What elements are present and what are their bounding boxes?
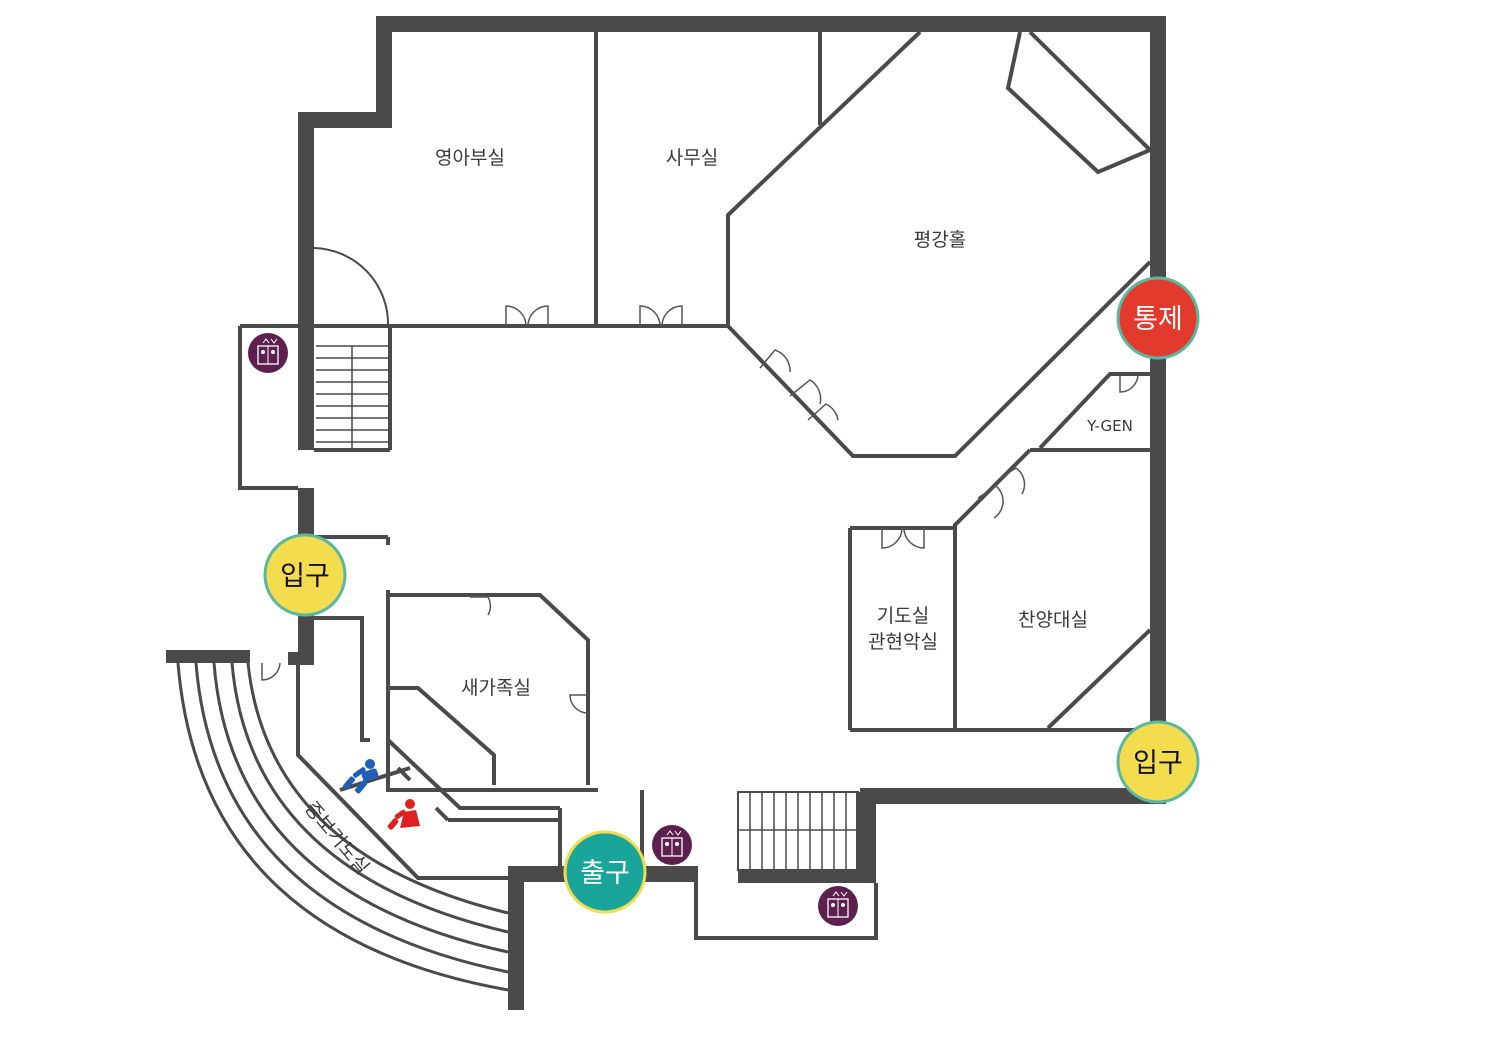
control-badge: 통제 — [1116, 276, 1200, 360]
room-ygen-label: Y-GEN — [1086, 417, 1133, 435]
entrance-left-text: 입구 — [280, 561, 330, 592]
female-restroom-icon — [387, 799, 420, 830]
room-lecture-hall-label: 평강홀 — [914, 229, 966, 251]
entrance-badge-left: 입구 — [263, 533, 347, 617]
entrance-right-text: 입구 — [1133, 748, 1183, 779]
male-restroom-icon — [343, 759, 379, 794]
room-labels: 영아부실 사무실 평강홀 Y-GEN 기도실 관현악실 찬양대실 새가족실 중보… — [300, 147, 1133, 879]
room-praise-label: 찬양대실 — [1018, 609, 1088, 631]
door-arc-nursery — [313, 247, 390, 327]
room-prayer-label: 기도실 — [877, 605, 929, 627]
room-family-label: 새가족실 — [461, 677, 531, 699]
outer-walls — [166, 16, 1166, 1010]
elevator-icon — [818, 886, 858, 926]
room-office-label: 사무실 — [666, 147, 718, 169]
entrance-badge-right: 입구 — [1116, 720, 1200, 804]
stairs-bottom — [737, 791, 859, 871]
stairs-left — [316, 345, 390, 450]
elevator-icon — [248, 333, 288, 373]
curved-walls — [176, 662, 509, 992]
elevator-icon — [652, 825, 692, 865]
doors — [261, 305, 1139, 714]
room-wind-label: 관현악실 — [868, 631, 938, 653]
exit-badge-text: 출구 — [580, 858, 630, 889]
room-nursery-label: 영아부실 — [435, 147, 505, 169]
exit-badge: 출구 — [563, 830, 647, 914]
control-badge-text: 통제 — [1133, 304, 1183, 335]
room-intercession-label: 중보기도실 — [300, 798, 373, 879]
